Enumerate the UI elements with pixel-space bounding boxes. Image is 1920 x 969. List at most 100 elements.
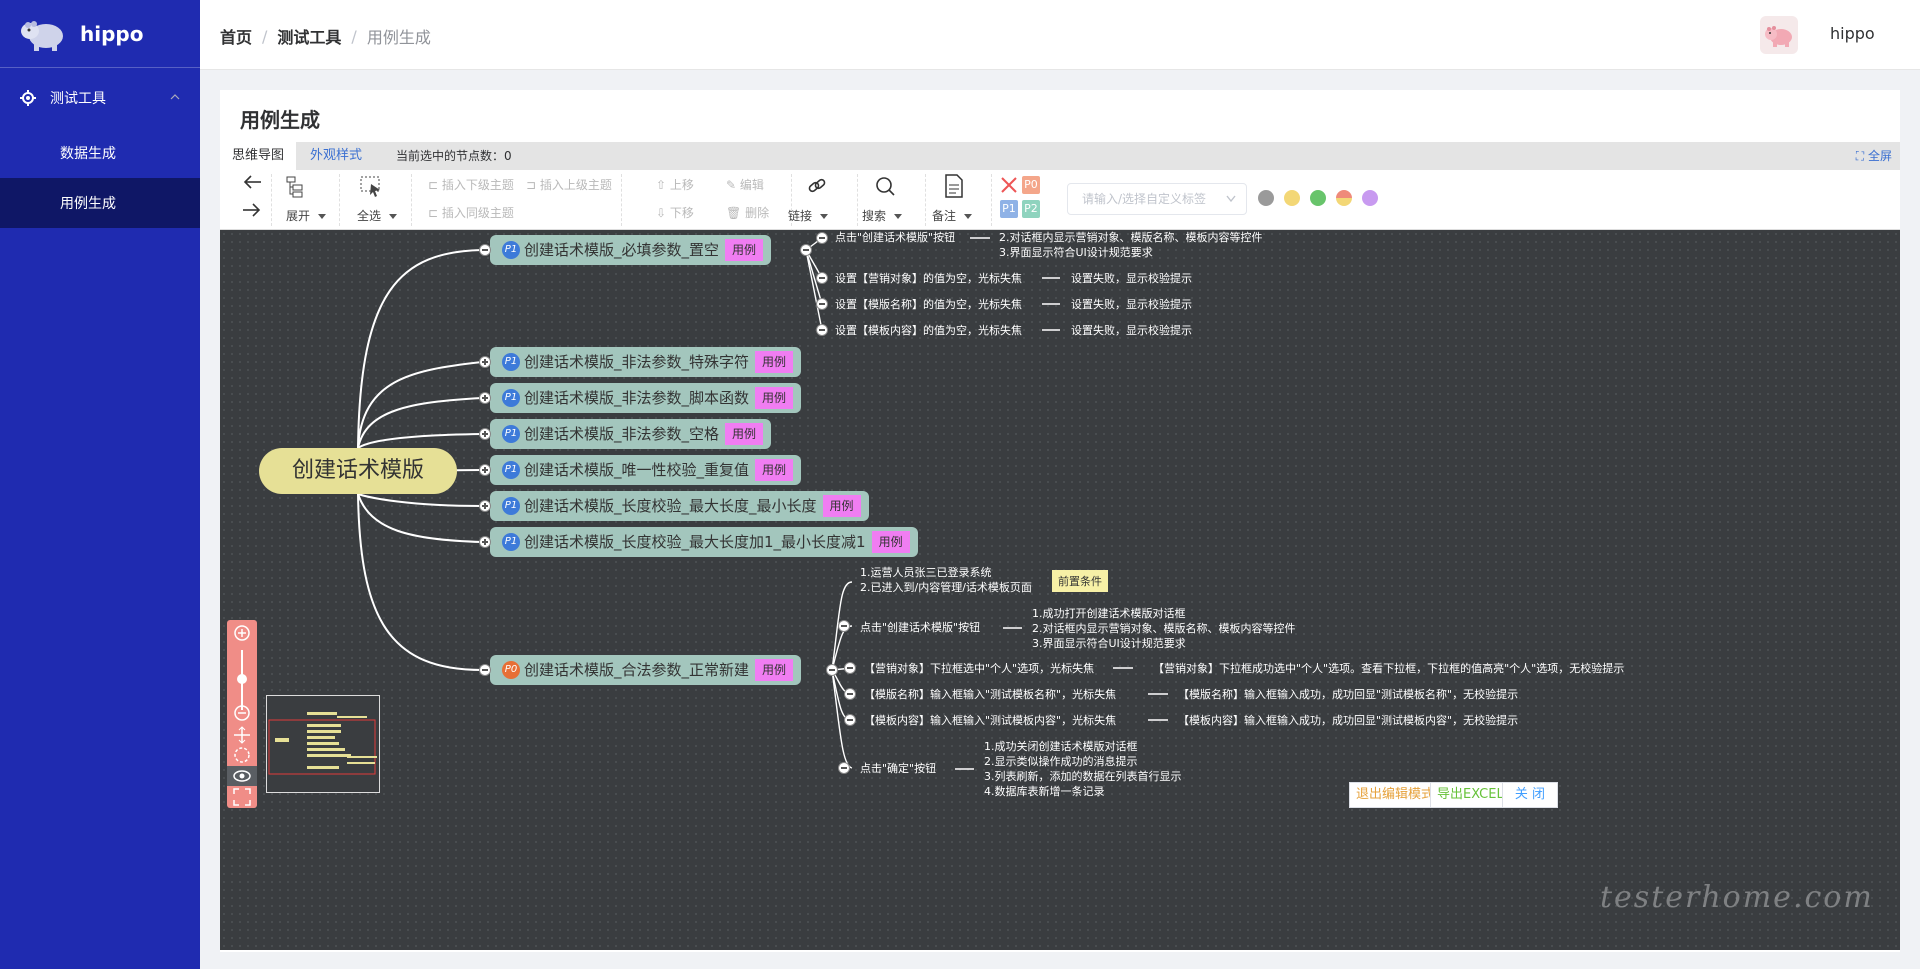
clear-priority-icon[interactable] <box>1000 176 1018 194</box>
progress-blocked-icon[interactable] <box>1336 190 1352 206</box>
step-node[interactable]: 设置【营销对象】的值为空，光标失焦 <box>835 272 1022 285</box>
mindmap-root-node[interactable]: 创建话术模版 <box>259 448 457 494</box>
undo-icon[interactable] <box>242 174 262 190</box>
progress-skipped-icon[interactable] <box>1362 190 1378 206</box>
breadcrumb-home[interactable]: 首页 <box>220 28 253 47</box>
fullscreen-button[interactable]: ⛶ 全屏 <box>1856 142 1892 170</box>
fit-screen-icon[interactable] <box>233 788 251 806</box>
collapse-toggle-icon[interactable] <box>816 272 828 284</box>
move-down-button[interactable]: ⇩ 下移 <box>656 204 694 221</box>
menu-group-test-tools[interactable]: 测试工具 <box>0 68 200 128</box>
result-node[interactable]: 【模板内容】输入框输入成功，成功回显"测试模板内容"，无校验提示 <box>1178 714 1519 727</box>
zoom-in-icon[interactable] <box>233 624 251 642</box>
sidebar-item-data-generation[interactable]: 数据生成 <box>0 128 200 178</box>
breadcrumb-test-tools[interactable]: 测试工具 <box>277 28 342 47</box>
collapse-toggle-icon[interactable] <box>816 232 828 244</box>
insert-sibling-button[interactable]: ⊏ 插入同级主题 <box>428 204 514 221</box>
collapse-toggle-icon[interactable] <box>800 244 812 256</box>
sidebar-item-case-generation[interactable]: 用例生成 <box>0 178 200 228</box>
result-node[interactable]: 1.成功打开创建话术模版对话框 <box>1032 607 1186 620</box>
result-node[interactable]: 1.成功关闭创建话术模版对话框 <box>984 740 1138 753</box>
step-node[interactable]: 【模板内容】输入框输入"测试模板内容"，光标失焦 <box>864 714 1117 727</box>
collapse-toggle-icon[interactable] <box>838 620 850 632</box>
exit-edit-mode-button[interactable]: 退出编辑模式 <box>1349 782 1442 808</box>
locate-icon[interactable] <box>233 746 251 764</box>
result-node[interactable]: 2.对话框内显示营销对象、模版名称、模板内容等控件 <box>999 231 1263 244</box>
move-up-button[interactable]: ⇧ 上移 <box>656 176 694 193</box>
redo-icon[interactable] <box>242 202 262 218</box>
collapse-toggle-icon[interactable] <box>816 298 828 310</box>
tag-select-input[interactable]: 请输入/选择自定义标签 <box>1067 183 1247 215</box>
collapse-toggle-icon[interactable] <box>844 688 856 700</box>
move-icon[interactable] <box>233 726 251 744</box>
step-node[interactable]: 点击"确定"按钮 <box>860 762 937 775</box>
step-node[interactable]: 设置【模版名称】的值为空，光标失焦 <box>835 298 1022 311</box>
collapse-toggle-icon[interactable] <box>838 762 850 774</box>
priority-p0-button[interactable]: P0 <box>1022 176 1040 194</box>
step-node[interactable]: 【模版名称】输入框输入"测试模板名称"，光标失焦 <box>864 688 1117 701</box>
result-node[interactable]: 【模版名称】输入框输入成功，成功回显"测试模板名称"，无校验提示 <box>1178 688 1519 701</box>
progress-remove-icon[interactable] <box>1258 190 1274 206</box>
tab-style[interactable]: 外观样式 <box>310 148 363 163</box>
avatar[interactable] <box>1760 16 1798 54</box>
priority-p1-button[interactable]: P1 <box>1000 200 1018 218</box>
progress-failed-icon[interactable] <box>1284 190 1300 206</box>
expand-toggle-icon[interactable] <box>479 464 491 476</box>
insert-child-button[interactable]: ⊏ 插入下级主题 <box>428 176 514 193</box>
expand-toggle-icon[interactable] <box>479 500 491 512</box>
result-node[interactable]: 4.数据库表新增一条记录 <box>984 785 1105 798</box>
brand[interactable]: hippo <box>0 0 200 68</box>
expand-toggle-icon[interactable] <box>479 356 491 368</box>
result-node[interactable]: 【营销对象】下拉框成功选中"个人"选项。查看下拉框，下拉框的值高亮"个人"选项，… <box>1153 662 1625 675</box>
note-button[interactable]: 备注 <box>932 207 973 224</box>
collapse-toggle-icon[interactable] <box>826 664 838 676</box>
collapse-toggle-icon[interactable] <box>479 664 491 676</box>
precondition-node[interactable]: 1.运营人员张三已登录系统 <box>860 566 992 579</box>
zoom-slider-handle[interactable] <box>237 674 247 684</box>
link-button[interactable]: 链接 <box>788 207 829 224</box>
expand-toggle-icon[interactable] <box>479 536 491 548</box>
result-node[interactable]: 设置失败，显示校验提示 <box>1071 324 1192 337</box>
result-node[interactable]: 设置失败，显示校验提示 <box>1071 272 1192 285</box>
expand-toggle-icon[interactable] <box>479 428 491 440</box>
select-all-button[interactable]: 全选 <box>357 207 398 224</box>
step-node[interactable]: 设置【模板内容】的值为空，光标失焦 <box>835 324 1022 337</box>
precondition-node[interactable]: 2.已进入到/内容管理/话术模板页面 <box>860 581 1032 594</box>
tab-mindmap[interactable]: 思维导图 <box>220 142 297 170</box>
insert-parent-button[interactable]: ⊐ 插入上级主题 <box>526 176 612 193</box>
result-node[interactable]: 2.显示类似操作成功的消息提示 <box>984 755 1138 768</box>
collapse-toggle-icon[interactable] <box>844 662 856 674</box>
expand-toggle-icon[interactable] <box>479 392 491 404</box>
result-node[interactable]: 3.界面显示符合UI设计规范要求 <box>999 246 1153 259</box>
search-button[interactable]: 搜索 <box>862 207 903 224</box>
result-node[interactable]: 3.列表刷新，添加的数据在列表首行显示 <box>984 770 1182 783</box>
close-button[interactable]: 关 闭 <box>1502 782 1558 808</box>
username[interactable]: hippo <box>1830 24 1875 43</box>
delete-button[interactable]: 🗑 删除 <box>726 204 769 221</box>
minimap[interactable] <box>266 695 380 793</box>
export-excel-button[interactable]: 导出EXCEL <box>1430 782 1511 808</box>
edit-button[interactable]: ✎ 编辑 <box>726 176 764 193</box>
step-node[interactable]: 点击"创建话术模版"按钮 <box>835 231 956 244</box>
progress-passed-icon[interactable] <box>1310 190 1326 206</box>
result-node[interactable]: 3.界面显示符合UI设计规范要求 <box>1032 637 1186 650</box>
priority-p2-button[interactable]: P2 <box>1022 200 1040 218</box>
toggle-minimap-button[interactable] <box>227 766 257 786</box>
zoom-out-icon[interactable] <box>233 704 251 722</box>
collapse-toggle-icon[interactable] <box>479 244 491 256</box>
result-node[interactable]: 设置失败，显示校验提示 <box>1071 298 1192 311</box>
expand-button[interactable]: 展开 <box>286 207 327 224</box>
step-node[interactable]: 【营销对象】下拉框选中"个人"选项，光标失焦 <box>864 662 1095 675</box>
collapse-toggle-icon[interactable] <box>844 714 856 726</box>
result-node[interactable]: 2.对话框内显示营销对象、模版名称、模板内容等控件 <box>1032 622 1296 635</box>
collapse-toggle-icon[interactable] <box>816 324 828 336</box>
step-node[interactable]: 点击"创建话术模版"按钮 <box>860 621 981 634</box>
